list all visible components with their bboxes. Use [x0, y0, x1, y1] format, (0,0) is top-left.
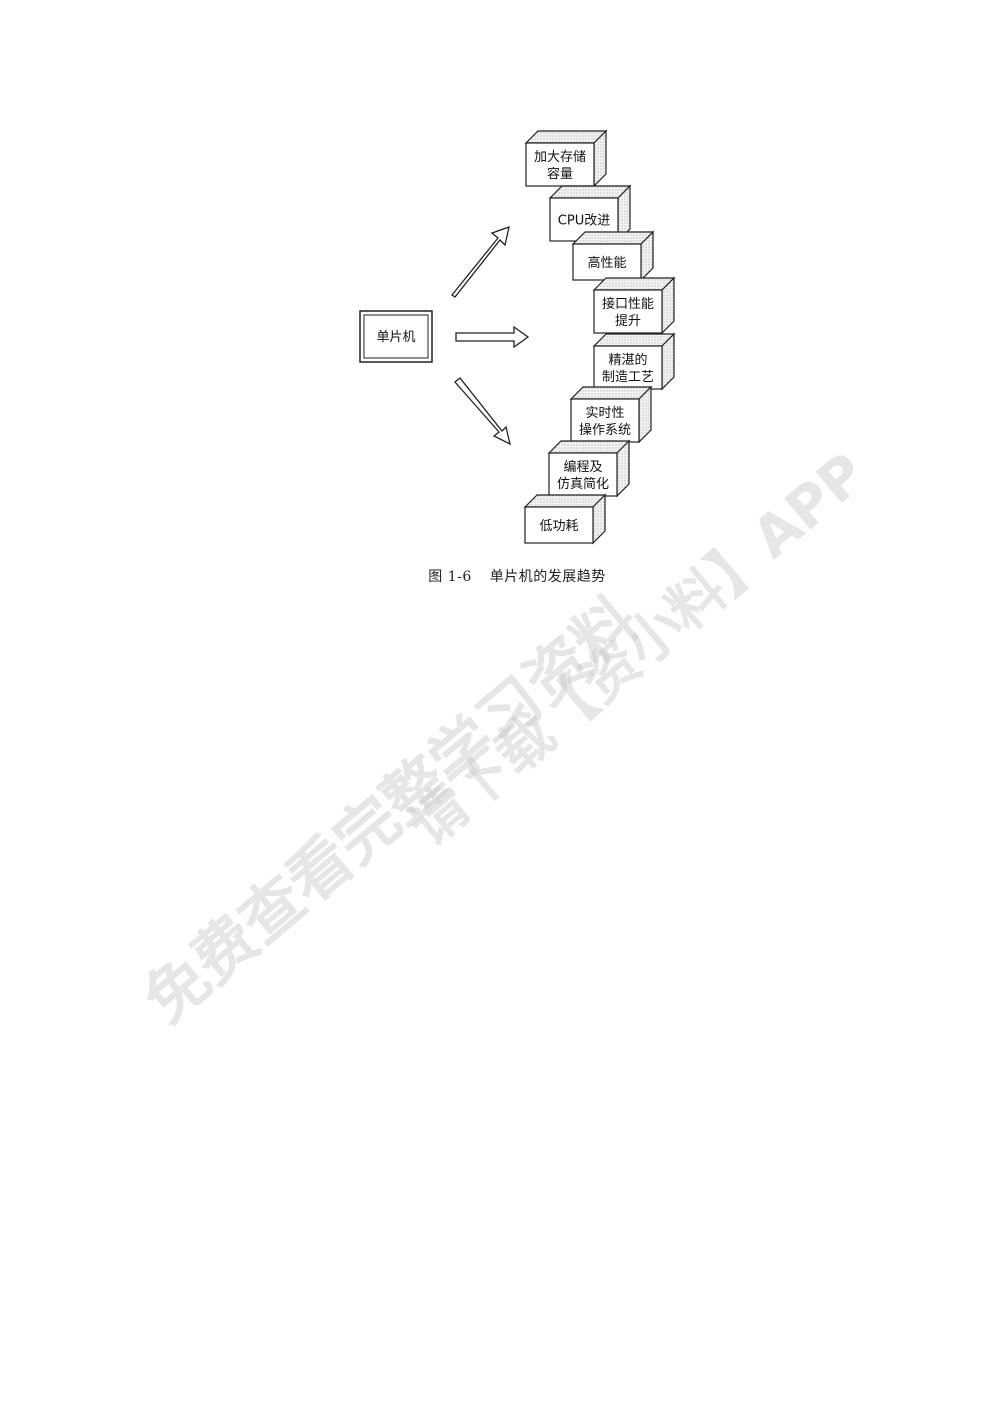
arrow-right — [455, 325, 530, 349]
trend-block-label: CPU改进 — [558, 214, 610, 229]
trend-block: CPU改进 — [548, 184, 632, 243]
trend-block-label: 接口性能 — [602, 296, 654, 312]
block-top-face — [524, 130, 608, 144]
block-top-face — [547, 440, 631, 454]
trend-block-label: 精湛的 — [608, 352, 647, 368]
arrow-down-right — [454, 377, 511, 446]
trend-block-label: 加大存储 — [534, 150, 586, 165]
trend-block-label: 仿真简化 — [557, 476, 609, 492]
block-front-face — [525, 142, 595, 187]
trend-blocks: 加大存储容量CPU改进高性能接口性能提升精湛的制造工艺实时性操作系统编程及仿真简… — [523, 129, 676, 545]
block-top-face — [571, 231, 655, 245]
block-front-face — [570, 398, 640, 443]
source-box: 单片机 — [359, 310, 433, 363]
trend-block-label: 低功耗 — [539, 519, 578, 534]
trend-block-label: 容量 — [547, 166, 573, 182]
block-front-face — [548, 452, 618, 497]
block-front-face — [572, 243, 642, 281]
trend-block-label: 高性能 — [587, 255, 626, 271]
figure-caption: 图 1-6 单片机的发展趋势 — [0, 566, 993, 586]
source-box-label: 单片机 — [376, 330, 415, 345]
block-top-face — [523, 494, 607, 508]
trend-block: 高性能 — [571, 230, 655, 282]
trend-block-label: 编程及 — [563, 460, 602, 475]
trend-block: 低功耗 — [523, 493, 607, 545]
trend-block-label: 提升 — [615, 313, 641, 329]
arrow-up-right — [451, 225, 510, 298]
figure-number: 图 1-6 — [428, 569, 472, 585]
block-front-face — [593, 289, 663, 334]
block-top-face — [569, 386, 653, 400]
figure-title: 单片机的发展趋势 — [489, 569, 606, 585]
trend-block-label: 制造工艺 — [602, 370, 654, 385]
block-top-face — [548, 185, 632, 199]
block-top-face — [592, 333, 676, 347]
trend-block-label: 操作系统 — [579, 422, 631, 438]
block-top-face — [592, 277, 676, 291]
block-front-face — [524, 506, 594, 544]
trend-block-label: 实时性 — [585, 406, 624, 421]
